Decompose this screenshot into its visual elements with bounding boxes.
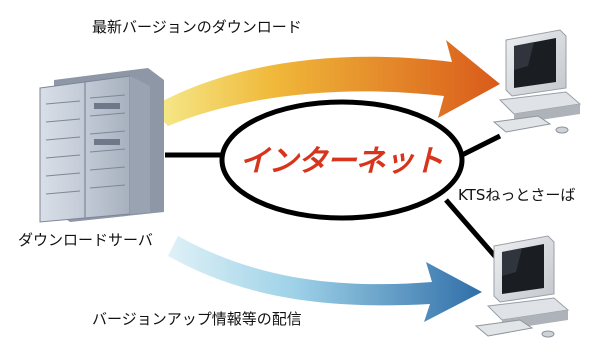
client-top-connection-line	[456, 133, 502, 160]
internet-cloud	[219, 99, 465, 221]
download-arrow	[150, 40, 500, 126]
server-rack-icon	[39, 68, 164, 223]
client-name-label: KTSねっとさーば	[458, 186, 576, 204]
download-latest-label: 最新バージョンのダウンロード	[92, 18, 302, 36]
internet-label: インターネット	[240, 144, 443, 179]
distribution-arrow	[168, 236, 482, 322]
client-bottom-connection-line	[444, 198, 502, 264]
desktop-computer-icon	[474, 235, 570, 338]
download-server-label: ダウンロードサーバ	[18, 231, 153, 249]
version-info-label: バージョンアップ情報等の配信	[92, 310, 302, 328]
desktop-computer-icon	[492, 29, 582, 134]
